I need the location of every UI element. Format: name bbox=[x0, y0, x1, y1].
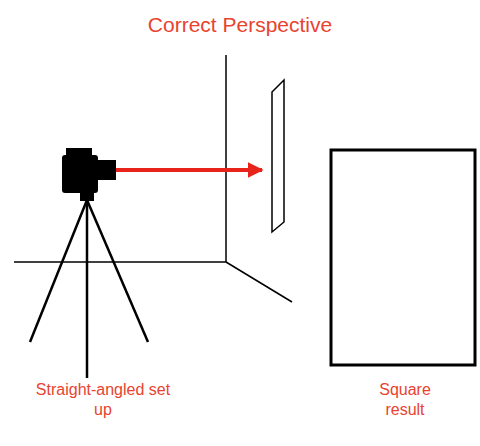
picture-frame bbox=[272, 80, 284, 232]
view-arrow bbox=[114, 168, 262, 172]
square-result bbox=[331, 150, 475, 365]
wall-corner bbox=[14, 55, 292, 302]
result-caption: Square result bbox=[365, 380, 445, 420]
camera bbox=[62, 148, 116, 201]
tripod bbox=[30, 200, 148, 378]
setup-caption: Straight-angled set up bbox=[28, 380, 178, 420]
page-title: Correct Perspective bbox=[0, 12, 480, 38]
